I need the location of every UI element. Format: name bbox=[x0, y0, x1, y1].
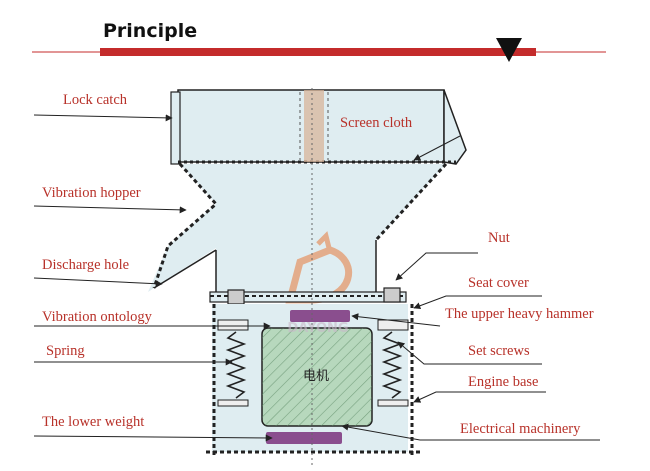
label-upper-heavy-hammer: The upper heavy hammer bbox=[445, 306, 594, 322]
label-screen-cloth: Screen cloth bbox=[340, 115, 413, 131]
label-vibration-hopper: Vibration hopper bbox=[42, 185, 141, 201]
page-title: Principle bbox=[103, 20, 198, 42]
nut-right-part bbox=[383, 287, 401, 303]
label-nut: Nut bbox=[488, 230, 510, 246]
label-electrical-machinery: Electrical machinery bbox=[460, 421, 581, 437]
triangle-down-icon bbox=[496, 38, 522, 62]
label-set-screws: Set screws bbox=[468, 343, 530, 359]
lock-catch-part bbox=[170, 91, 181, 165]
header-accent-bar bbox=[100, 48, 536, 56]
seat-cover-part bbox=[209, 287, 407, 305]
label-seat-cover: Seat cover bbox=[468, 275, 529, 291]
label-engine-base: Engine base bbox=[468, 374, 539, 390]
spring-part bbox=[225, 331, 403, 399]
nut-left-part bbox=[227, 289, 245, 305]
vibration-hopper-part bbox=[148, 162, 448, 292]
lower-weight-part bbox=[266, 432, 342, 444]
label-spring: Spring bbox=[46, 343, 85, 359]
watermark-text: DAYONG bbox=[287, 321, 348, 336]
motor-label: 电机 bbox=[303, 369, 329, 384]
screen-frame bbox=[170, 89, 467, 165]
upper-heavy-hammer-part bbox=[290, 310, 350, 322]
label-lock-catch: Lock catch bbox=[63, 92, 128, 108]
electrical-machinery-part bbox=[261, 327, 373, 427]
leader-lines bbox=[33, 114, 600, 442]
seal-strip bbox=[304, 90, 324, 162]
label-lower-weight: The lower weight bbox=[42, 414, 145, 430]
label-discharge-hole: Discharge hole bbox=[42, 257, 130, 273]
label-vibration-ontology: Vibration ontology bbox=[42, 309, 152, 325]
